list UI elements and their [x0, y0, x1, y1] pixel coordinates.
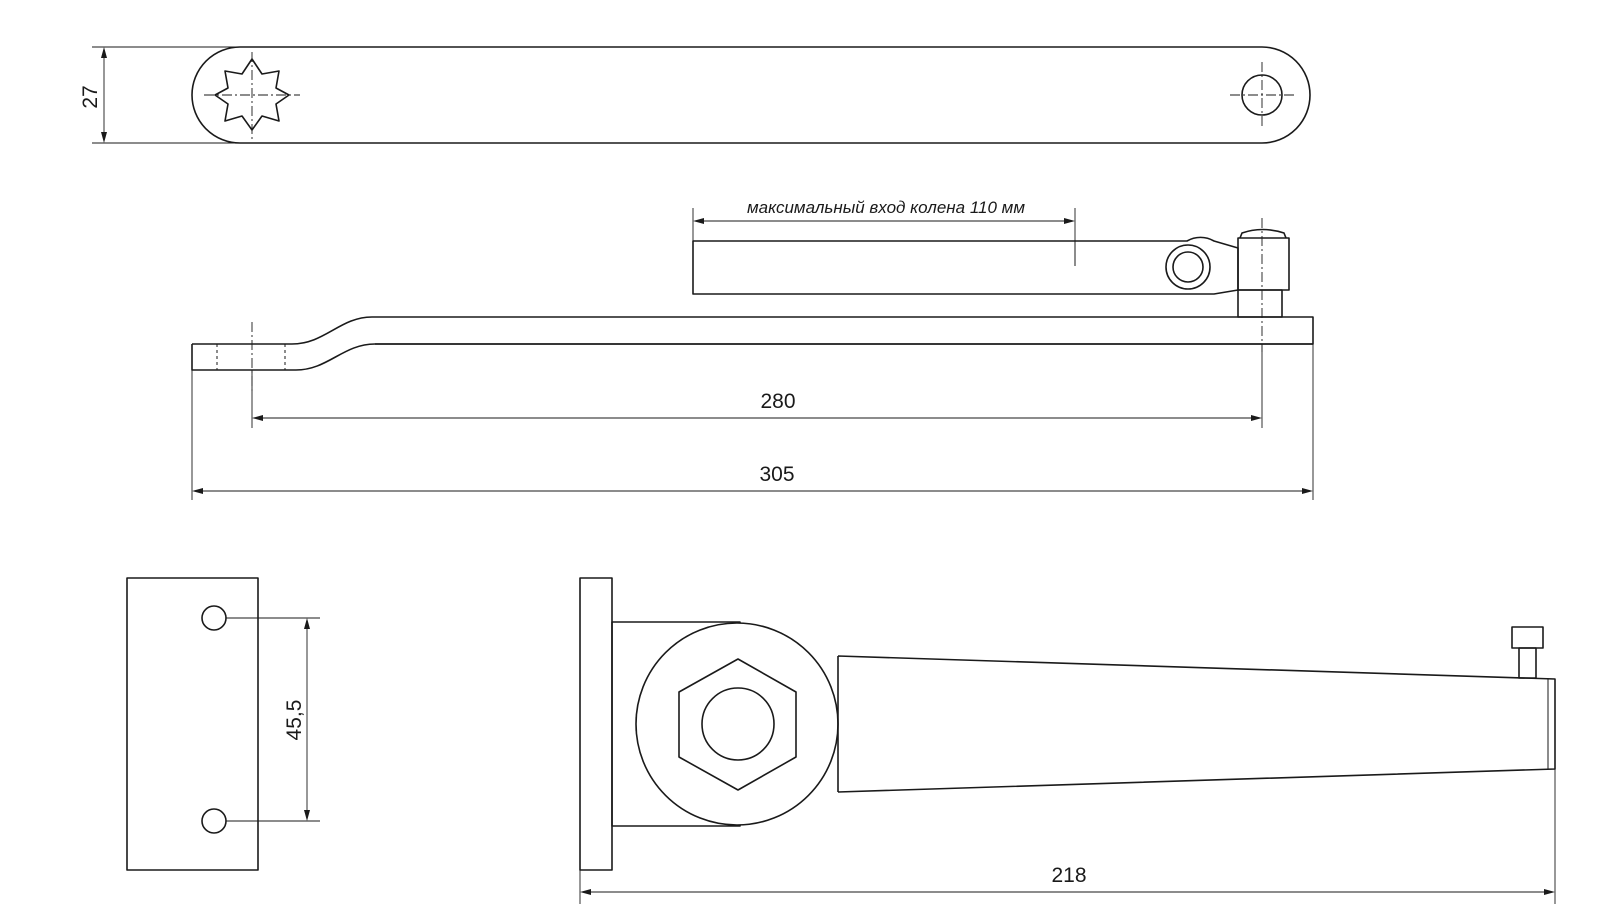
- pivot-cap: [1239, 228, 1287, 239]
- main-arm-side-outline: [191, 316, 1314, 371]
- body-mount-flange: [579, 577, 613, 871]
- spindle-bore: [701, 687, 775, 761]
- body-tapered-housing: [837, 655, 1556, 793]
- valve-screw-head: [1511, 626, 1544, 649]
- arm-side-view: [191, 218, 1314, 392]
- spindle-hex-nut: [678, 658, 797, 791]
- dimension-overall-length-label: 305: [759, 463, 794, 486]
- bracket-hole-top: [201, 605, 227, 631]
- closer-body-view: [579, 577, 1556, 871]
- dimension-body-length: 218: [579, 769, 1556, 904]
- dimension-hole-spacing-label: 280: [760, 390, 795, 413]
- dimension-overall-length: 305: [191, 344, 1314, 500]
- mounting-bracket-view: [126, 577, 259, 871]
- dimension-knee-travel-label: максимальный вход колена 110 мм: [747, 198, 1025, 217]
- valve-screw-shaft: [1518, 647, 1537, 679]
- knee-link-outline: [692, 236, 1239, 295]
- dimension-body-length-label: 218: [1051, 864, 1086, 887]
- dimension-bracket-holes-label: 45,5: [283, 700, 306, 741]
- pivot-post: [1237, 289, 1283, 318]
- dimension-knee-travel: максимальный вход колена 110 мм: [692, 198, 1076, 266]
- dimension-arm-width: 27: [79, 46, 305, 144]
- dimension-hole-spacing: 280: [251, 344, 1263, 428]
- arm-top-view: [191, 46, 1311, 144]
- body-spindle-disc: [635, 622, 839, 826]
- knee-link-eye-inner: [1172, 251, 1204, 283]
- bracket-hole-bottom: [201, 808, 227, 834]
- dimension-arm-width-label: 27: [79, 85, 102, 108]
- knee-link-eye-outer: [1165, 244, 1211, 290]
- pivot-collar: [1237, 237, 1290, 291]
- dimension-bracket-holes: 45,5: [226, 617, 320, 822]
- bracket-plate: [126, 577, 259, 871]
- arm-top-outline: [191, 46, 1311, 144]
